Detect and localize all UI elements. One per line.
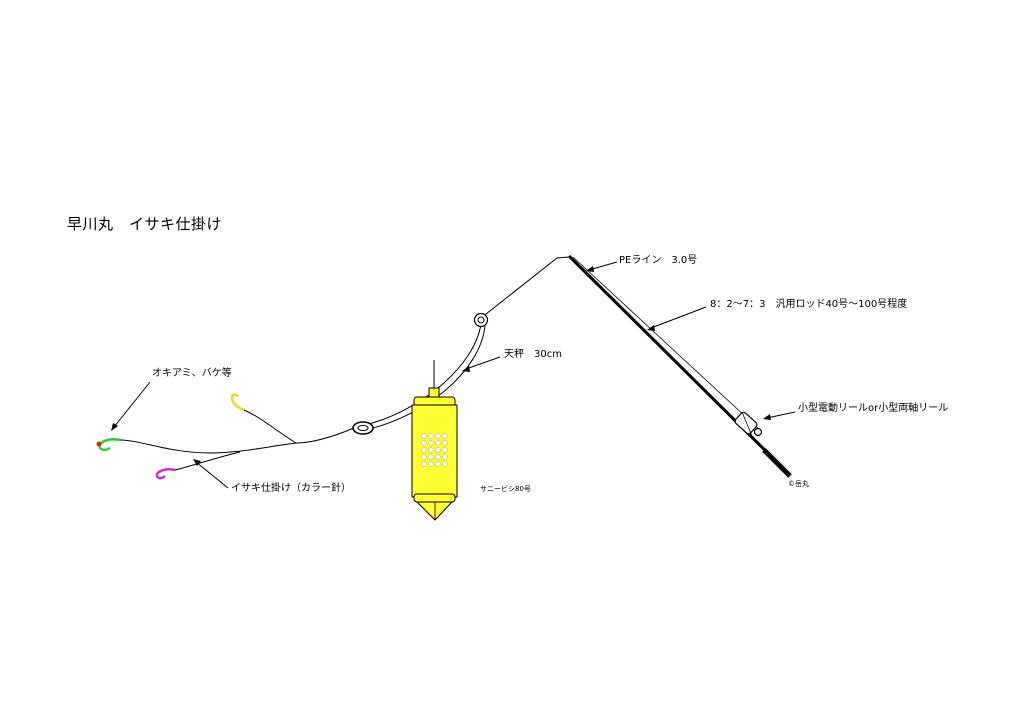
ring-icon — [352, 421, 374, 435]
branch-line-upper — [243, 409, 297, 444]
sinker-hole — [442, 447, 448, 453]
arrowhead-rod — [647, 325, 655, 331]
bait-tip-icon — [96, 441, 102, 447]
arrowhead-pe — [586, 266, 594, 272]
arrowhead-tenbin — [462, 366, 470, 372]
label-bait: オキアミ、バケ等 — [152, 368, 232, 379]
hook-yellow-icon — [230, 393, 245, 412]
pointer-hooks — [195, 461, 229, 489]
label-tenbin: 天秤 30cm — [504, 349, 562, 360]
label-hooks: イサキ仕掛け（カラー針） — [231, 483, 351, 494]
pointer-bait — [113, 381, 151, 428]
sinker-hole — [421, 454, 427, 460]
sinker-hole — [428, 447, 434, 453]
sinker-hole — [421, 461, 427, 467]
page-title: 早川丸 イサキ仕掛け — [67, 215, 223, 233]
arrowhead-reel — [763, 414, 771, 420]
branch-line-lower — [174, 451, 241, 471]
rod-grip — [762, 448, 792, 478]
sinker-icon — [411, 387, 458, 521]
label-rod: 8：2～7：3 汎用ロッド40号～100号程度 — [710, 299, 908, 310]
pointer-rod — [650, 306, 707, 329]
rod-guide-line — [572, 256, 761, 431]
sinker-hole — [428, 454, 434, 460]
sinker-hole — [428, 461, 434, 467]
pointer-pe — [588, 261, 618, 271]
copyright-text: ©岳丸 — [788, 480, 809, 488]
sinker-hole — [421, 447, 427, 453]
sinker-hole — [442, 433, 448, 439]
arrowhead-hooks — [193, 459, 201, 466]
pointer-reel — [766, 411, 796, 419]
sinker-hole — [442, 440, 448, 446]
sinker-hole — [435, 461, 441, 467]
swivel-icon — [473, 312, 489, 328]
sinker-hole — [435, 440, 441, 446]
label-reel: 小型電動リールor小型両軸リール — [798, 403, 949, 414]
sinker-hole — [421, 433, 427, 439]
hook-magenta-icon — [155, 467, 176, 480]
sinker-hole — [442, 461, 448, 467]
label-pe-line: PEライン 3.0号 — [619, 255, 698, 266]
tenbin-arm — [364, 323, 482, 426]
sinker-hole — [442, 454, 448, 460]
reel-icon — [734, 411, 763, 437]
arrowhead-bait — [111, 423, 118, 431]
sinker-hole — [435, 454, 441, 460]
pe-main-line — [480, 256, 570, 319]
fishing-rod — [567, 254, 790, 475]
pointer-tenbin — [465, 356, 501, 370]
label-sinker: サニービシ80号 — [480, 485, 531, 493]
sinker-hole — [435, 433, 441, 439]
sinker-hole — [421, 440, 427, 446]
hook-green-icon — [98, 437, 121, 452]
leader-line — [119, 427, 355, 454]
sinker-hole — [428, 440, 434, 446]
sinker-hole — [428, 433, 434, 439]
pointer-lines — [111, 261, 796, 489]
sinker-hole — [435, 447, 441, 453]
